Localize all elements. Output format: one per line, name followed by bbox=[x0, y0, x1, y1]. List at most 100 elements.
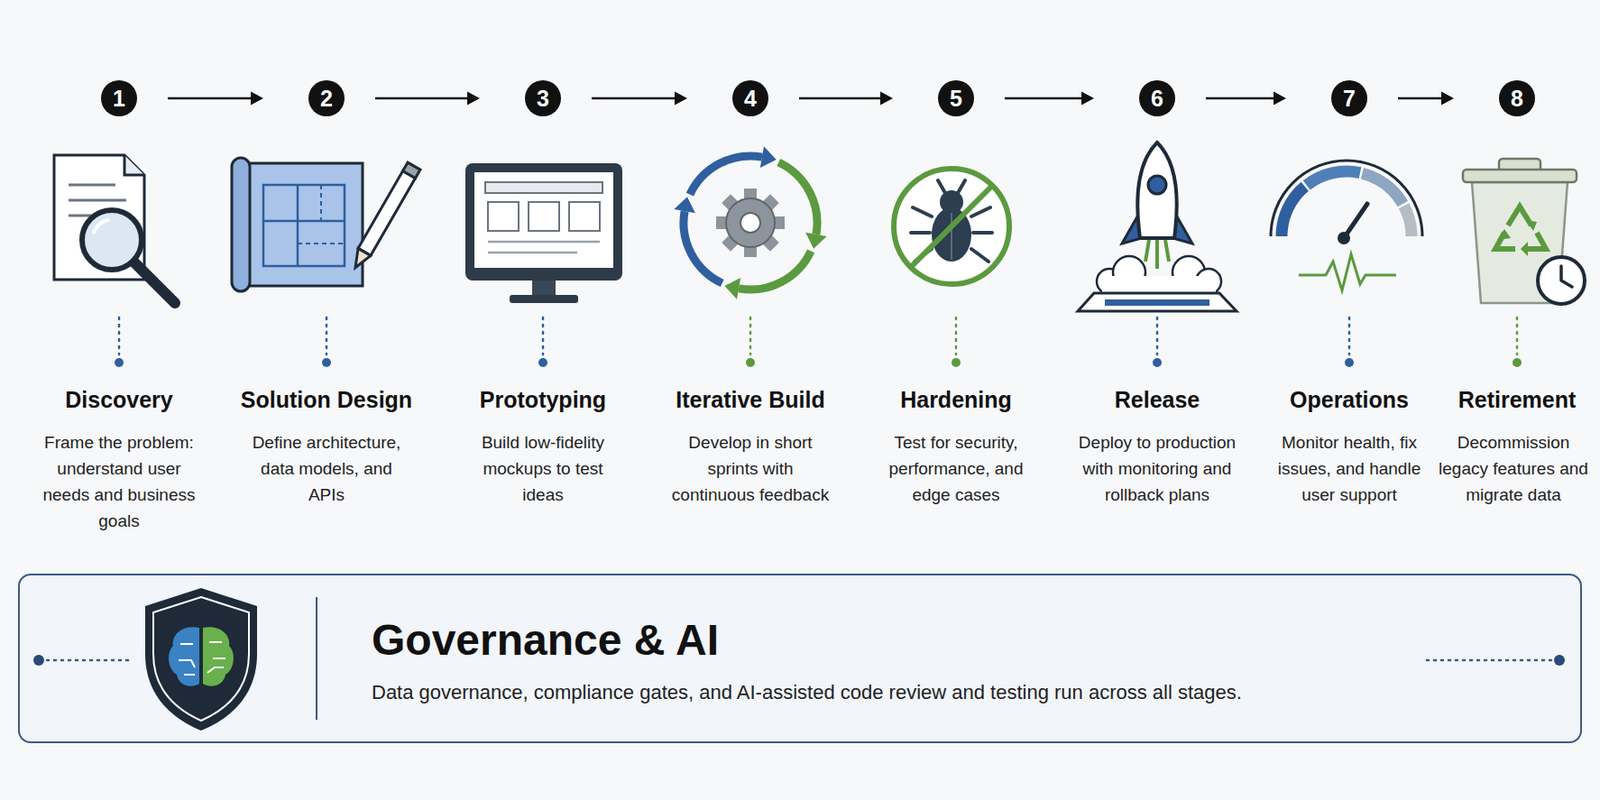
step-title: Prototyping bbox=[479, 386, 607, 414]
step-number: 7 bbox=[1342, 85, 1356, 112]
arrow-line bbox=[1397, 97, 1451, 101]
leader-dots-part bbox=[114, 358, 124, 368]
monitor-icon-part bbox=[474, 172, 614, 268]
arrow-line bbox=[375, 97, 477, 101]
rocket-icon-part bbox=[1077, 293, 1237, 312]
flow-arrow bbox=[375, 91, 480, 106]
step-description: Frame the problem: understand user needs… bbox=[37, 429, 201, 534]
retire-bin-icon-part bbox=[1498, 158, 1541, 172]
blueprint-icon-part bbox=[297, 184, 345, 244]
no-bug-icon-part bbox=[893, 168, 1010, 285]
flow-arrow bbox=[591, 91, 688, 106]
arrow-head bbox=[1441, 91, 1454, 106]
step-number: 5 bbox=[949, 85, 963, 112]
step-description: Deploy to production with monitoring and… bbox=[1075, 429, 1239, 508]
step-title: Release bbox=[1114, 386, 1201, 414]
arrow-head bbox=[880, 91, 893, 106]
no-bug-icon-part bbox=[910, 185, 993, 267]
rocket-icon-part-part bbox=[1195, 268, 1222, 295]
flow-arrow bbox=[1397, 91, 1454, 106]
arrow-line bbox=[799, 97, 890, 101]
leader-dots-part bbox=[1512, 358, 1522, 368]
leader-lines bbox=[119, 317, 1518, 355]
flow-arrow bbox=[167, 91, 264, 106]
iteration-cycle-icon-part-part bbox=[760, 232, 780, 252]
monitor-icon-part bbox=[487, 202, 519, 231]
retire-bin-icon bbox=[1462, 158, 1585, 304]
arrow-line bbox=[167, 97, 260, 101]
iteration-cycle-icon-part bbox=[689, 156, 763, 195]
step-number-circle: 2 bbox=[308, 80, 345, 117]
iteration-cycle-icon-part-part bbox=[716, 216, 731, 230]
arrow-head bbox=[674, 91, 688, 106]
leader-dots-part bbox=[538, 358, 548, 368]
band-description: Data governance, compliance gates, and A… bbox=[371, 680, 1242, 706]
no-bug-icon bbox=[893, 168, 1010, 285]
gauge-icon-part bbox=[1404, 205, 1412, 237]
flow-arrow bbox=[1004, 91, 1095, 106]
step-title: Iterative Build bbox=[675, 386, 825, 414]
arrow-line bbox=[1205, 97, 1283, 101]
monitor-icon-part bbox=[569, 202, 600, 231]
iteration-cycle-icon bbox=[673, 146, 827, 299]
iteration-cycle-icon-part-part bbox=[721, 193, 741, 213]
step-description: Decommission legacy features and migrate… bbox=[1432, 429, 1595, 508]
iteration-cycle-icon-part-part bbox=[721, 232, 741, 252]
step-number-circle: 7 bbox=[1331, 80, 1368, 117]
gauge-icon bbox=[1270, 160, 1423, 291]
blueprint-icon-part bbox=[241, 163, 363, 286]
leader-lines-part bbox=[749, 317, 753, 355]
no-bug-icon-part bbox=[950, 212, 953, 260]
blueprint-icon bbox=[231, 157, 421, 292]
iteration-cycle-icon-part bbox=[805, 232, 828, 249]
step-title: Hardening bbox=[900, 386, 1012, 414]
leader-dots bbox=[114, 358, 1522, 368]
step-description: Test for security, performance, and edge… bbox=[874, 429, 1038, 508]
iteration-cycle-icon-part bbox=[683, 211, 723, 284]
leader-lines-part bbox=[955, 317, 958, 355]
gauge-icon-part bbox=[1337, 231, 1351, 245]
blueprint-icon-part-part bbox=[349, 248, 371, 271]
retire-bin-icon-part bbox=[1526, 220, 1537, 231]
blueprint-icon-part bbox=[263, 184, 345, 267]
rocket-icon-part bbox=[1104, 299, 1210, 306]
document-search-icon-part bbox=[68, 184, 127, 216]
iteration-cycle-icon-part-part bbox=[744, 188, 757, 203]
step-description: Monitor health, fix issues, and handle u… bbox=[1268, 429, 1431, 508]
arrow-line bbox=[1004, 97, 1091, 101]
iteration-cycle-icon-part-part bbox=[760, 193, 780, 213]
step-number-circle: 6 bbox=[1139, 80, 1176, 117]
retire-bin-icon-part bbox=[1520, 241, 1528, 257]
retire-bin-icon-part bbox=[1462, 169, 1577, 183]
leader-dots-part bbox=[321, 358, 332, 368]
leader-lines-part bbox=[325, 317, 329, 355]
iteration-cycle-icon-part-part bbox=[726, 198, 775, 248]
no-bug-icon-part bbox=[910, 180, 993, 262]
step-title: Discovery bbox=[64, 386, 174, 414]
no-bug-icon-part bbox=[931, 207, 972, 262]
blueprint-icon-part-part bbox=[403, 162, 421, 179]
document-search-icon-part bbox=[124, 155, 145, 175]
iteration-cycle-icon-part-part bbox=[740, 212, 761, 233]
document-search-icon-part bbox=[82, 210, 142, 270]
step-number: 8 bbox=[1510, 85, 1524, 112]
blueprint-icon-part bbox=[349, 162, 421, 272]
step-number: 3 bbox=[536, 85, 550, 112]
monitor-icon-part bbox=[532, 280, 556, 297]
flow-arrow bbox=[799, 91, 893, 106]
step-title: Retirement bbox=[1458, 386, 1577, 414]
step-number: 2 bbox=[320, 85, 333, 112]
iteration-cycle-icon-part bbox=[716, 188, 785, 258]
leader-lines-part bbox=[542, 317, 545, 355]
rocket-icon-part bbox=[1137, 142, 1177, 239]
iteration-cycle-icon-part bbox=[738, 250, 811, 290]
iteration-cycle-icon-part bbox=[724, 277, 741, 300]
step-number: 1 bbox=[112, 85, 126, 112]
governance-band: Governance & AIData governance, complian… bbox=[18, 573, 1582, 744]
monitor-icon-part bbox=[465, 163, 623, 281]
monitor-icon-part bbox=[528, 202, 560, 231]
iteration-cycle-icon-part-part bbox=[744, 242, 757, 258]
leader-lines-part bbox=[1156, 317, 1159, 355]
leader-dots-part bbox=[1152, 358, 1162, 368]
retire-bin-icon-part bbox=[1471, 182, 1568, 304]
